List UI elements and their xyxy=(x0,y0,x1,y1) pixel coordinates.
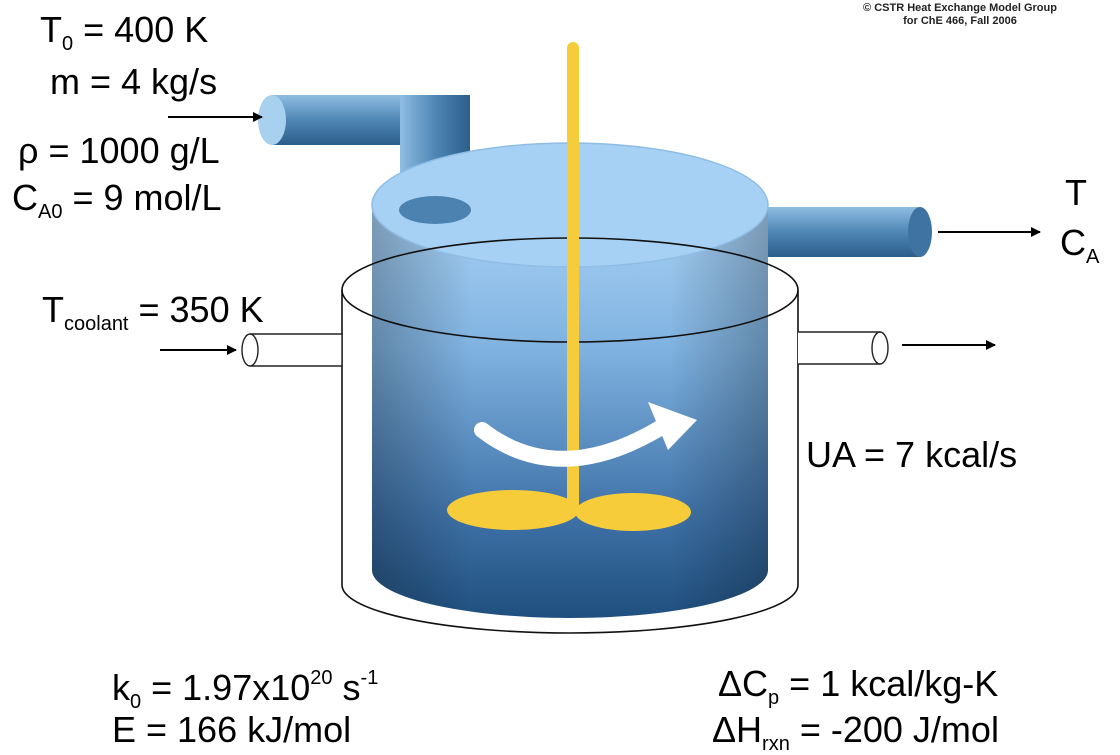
coolant-outlet-pipe xyxy=(798,331,889,365)
rotation-arrow-icon xyxy=(474,402,697,467)
stirrer xyxy=(447,42,691,531)
outlet-pipe xyxy=(768,207,932,257)
inlet-temperature-label: T0 = 400 K xyxy=(40,9,209,55)
mass-flow-label: m = 4 kg/s xyxy=(50,61,218,102)
heat-transfer-label: UA = 7 kcal/s xyxy=(806,434,1018,475)
feed-concentration-label: CA0 = 9 mol/L xyxy=(12,177,222,223)
outlet-concentration-label: CA xyxy=(1060,222,1100,268)
copyright-notice: © CSTR Heat Exchange Model Group for ChE… xyxy=(800,2,1120,27)
preexponential-factor-label: k0 = 1.97x1020 s-1 xyxy=(112,667,379,713)
reaction-enthalpy-label: ΔHrxn = -200 J/mol xyxy=(712,709,999,755)
coolant-inlet-pipe xyxy=(241,333,343,367)
coolant-temperature-label: Tcoolant = 350 K xyxy=(42,289,264,335)
copyright-line-1: © CSTR Heat Exchange Model Group xyxy=(863,2,1057,14)
outlet-temperature-label: T xyxy=(1065,172,1087,213)
inlet-pipe-mouth xyxy=(399,196,471,224)
density-label: ρ = 1000 g/L xyxy=(18,130,220,171)
copyright-line-2: for ChE 466, Fall 2006 xyxy=(903,14,1017,27)
activation-energy-label: E = 166 kJ/mol xyxy=(112,709,352,750)
heat-capacity-label: ΔCp = 1 kcal/kg-K xyxy=(718,663,999,709)
